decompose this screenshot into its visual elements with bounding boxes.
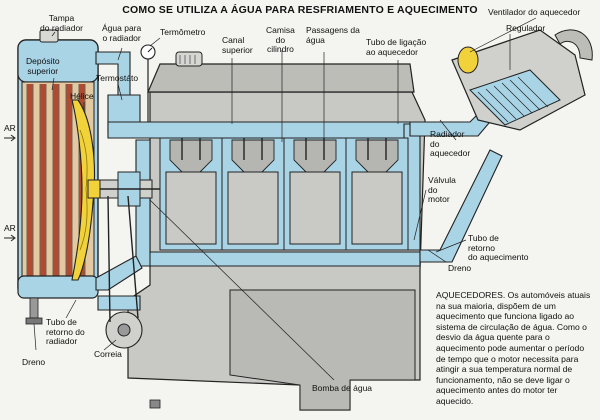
fan (71, 99, 101, 281)
label-dreno-right: Dreno (448, 263, 472, 273)
diagram-title: COMO SE UTILIZA A ÁGUA PARA RESFRIAMENTO… (122, 4, 478, 16)
cylinders (159, 137, 409, 251)
water-pump (96, 171, 160, 207)
label-termometro: Termômetro (160, 27, 206, 37)
label-tampa-radiador: Tampa do radiador (40, 13, 84, 33)
label-ar-top: AR (4, 123, 16, 133)
label-agua-radiador: Água para o radiador (102, 23, 142, 43)
label-regulador: Regulador (506, 23, 546, 33)
label-radiador-aquecedor: Radiador do aquecedor (430, 129, 471, 158)
air-arrows (4, 134, 16, 242)
thermometer-gauge (140, 44, 156, 122)
label-bomba-agua: Bomba de água (312, 383, 373, 393)
label-ar-bottom: AR (4, 223, 16, 233)
heater-description: AQUECEDORES. Os automóveis atuais na sua… (436, 290, 591, 406)
label-passagens-agua: Passagens da água (306, 25, 360, 45)
label-correia: Correia (94, 349, 122, 359)
label-valvula-motor: Válvula do motor (428, 175, 456, 204)
label-dreno-left: Dreno (22, 357, 46, 367)
heater-unit (451, 29, 593, 131)
label-termostato: Termostáto (96, 73, 139, 83)
label-canal-superior: Canal superior (222, 35, 253, 55)
water-passages (95, 51, 503, 311)
pulley-belt (105, 195, 143, 349)
label-tubo-retorno-radiador: Tubo de retorno do radiador (46, 317, 85, 346)
label-deposito-superior: Depósito superior (26, 56, 60, 76)
label-ventilador-aquecedor: Ventilador do aquecedor (488, 7, 581, 17)
leader-lines (33, 17, 537, 381)
label-tubo-ligacao: Tubo de ligação ao aquecedor (366, 37, 427, 57)
label-camisa-cilindro: Camisa do cilindro (266, 25, 295, 54)
label-tubo-retorno-aquecimento: Tubo de retorno do aquecimento (468, 233, 529, 262)
label-helice: Hélice (70, 91, 94, 101)
